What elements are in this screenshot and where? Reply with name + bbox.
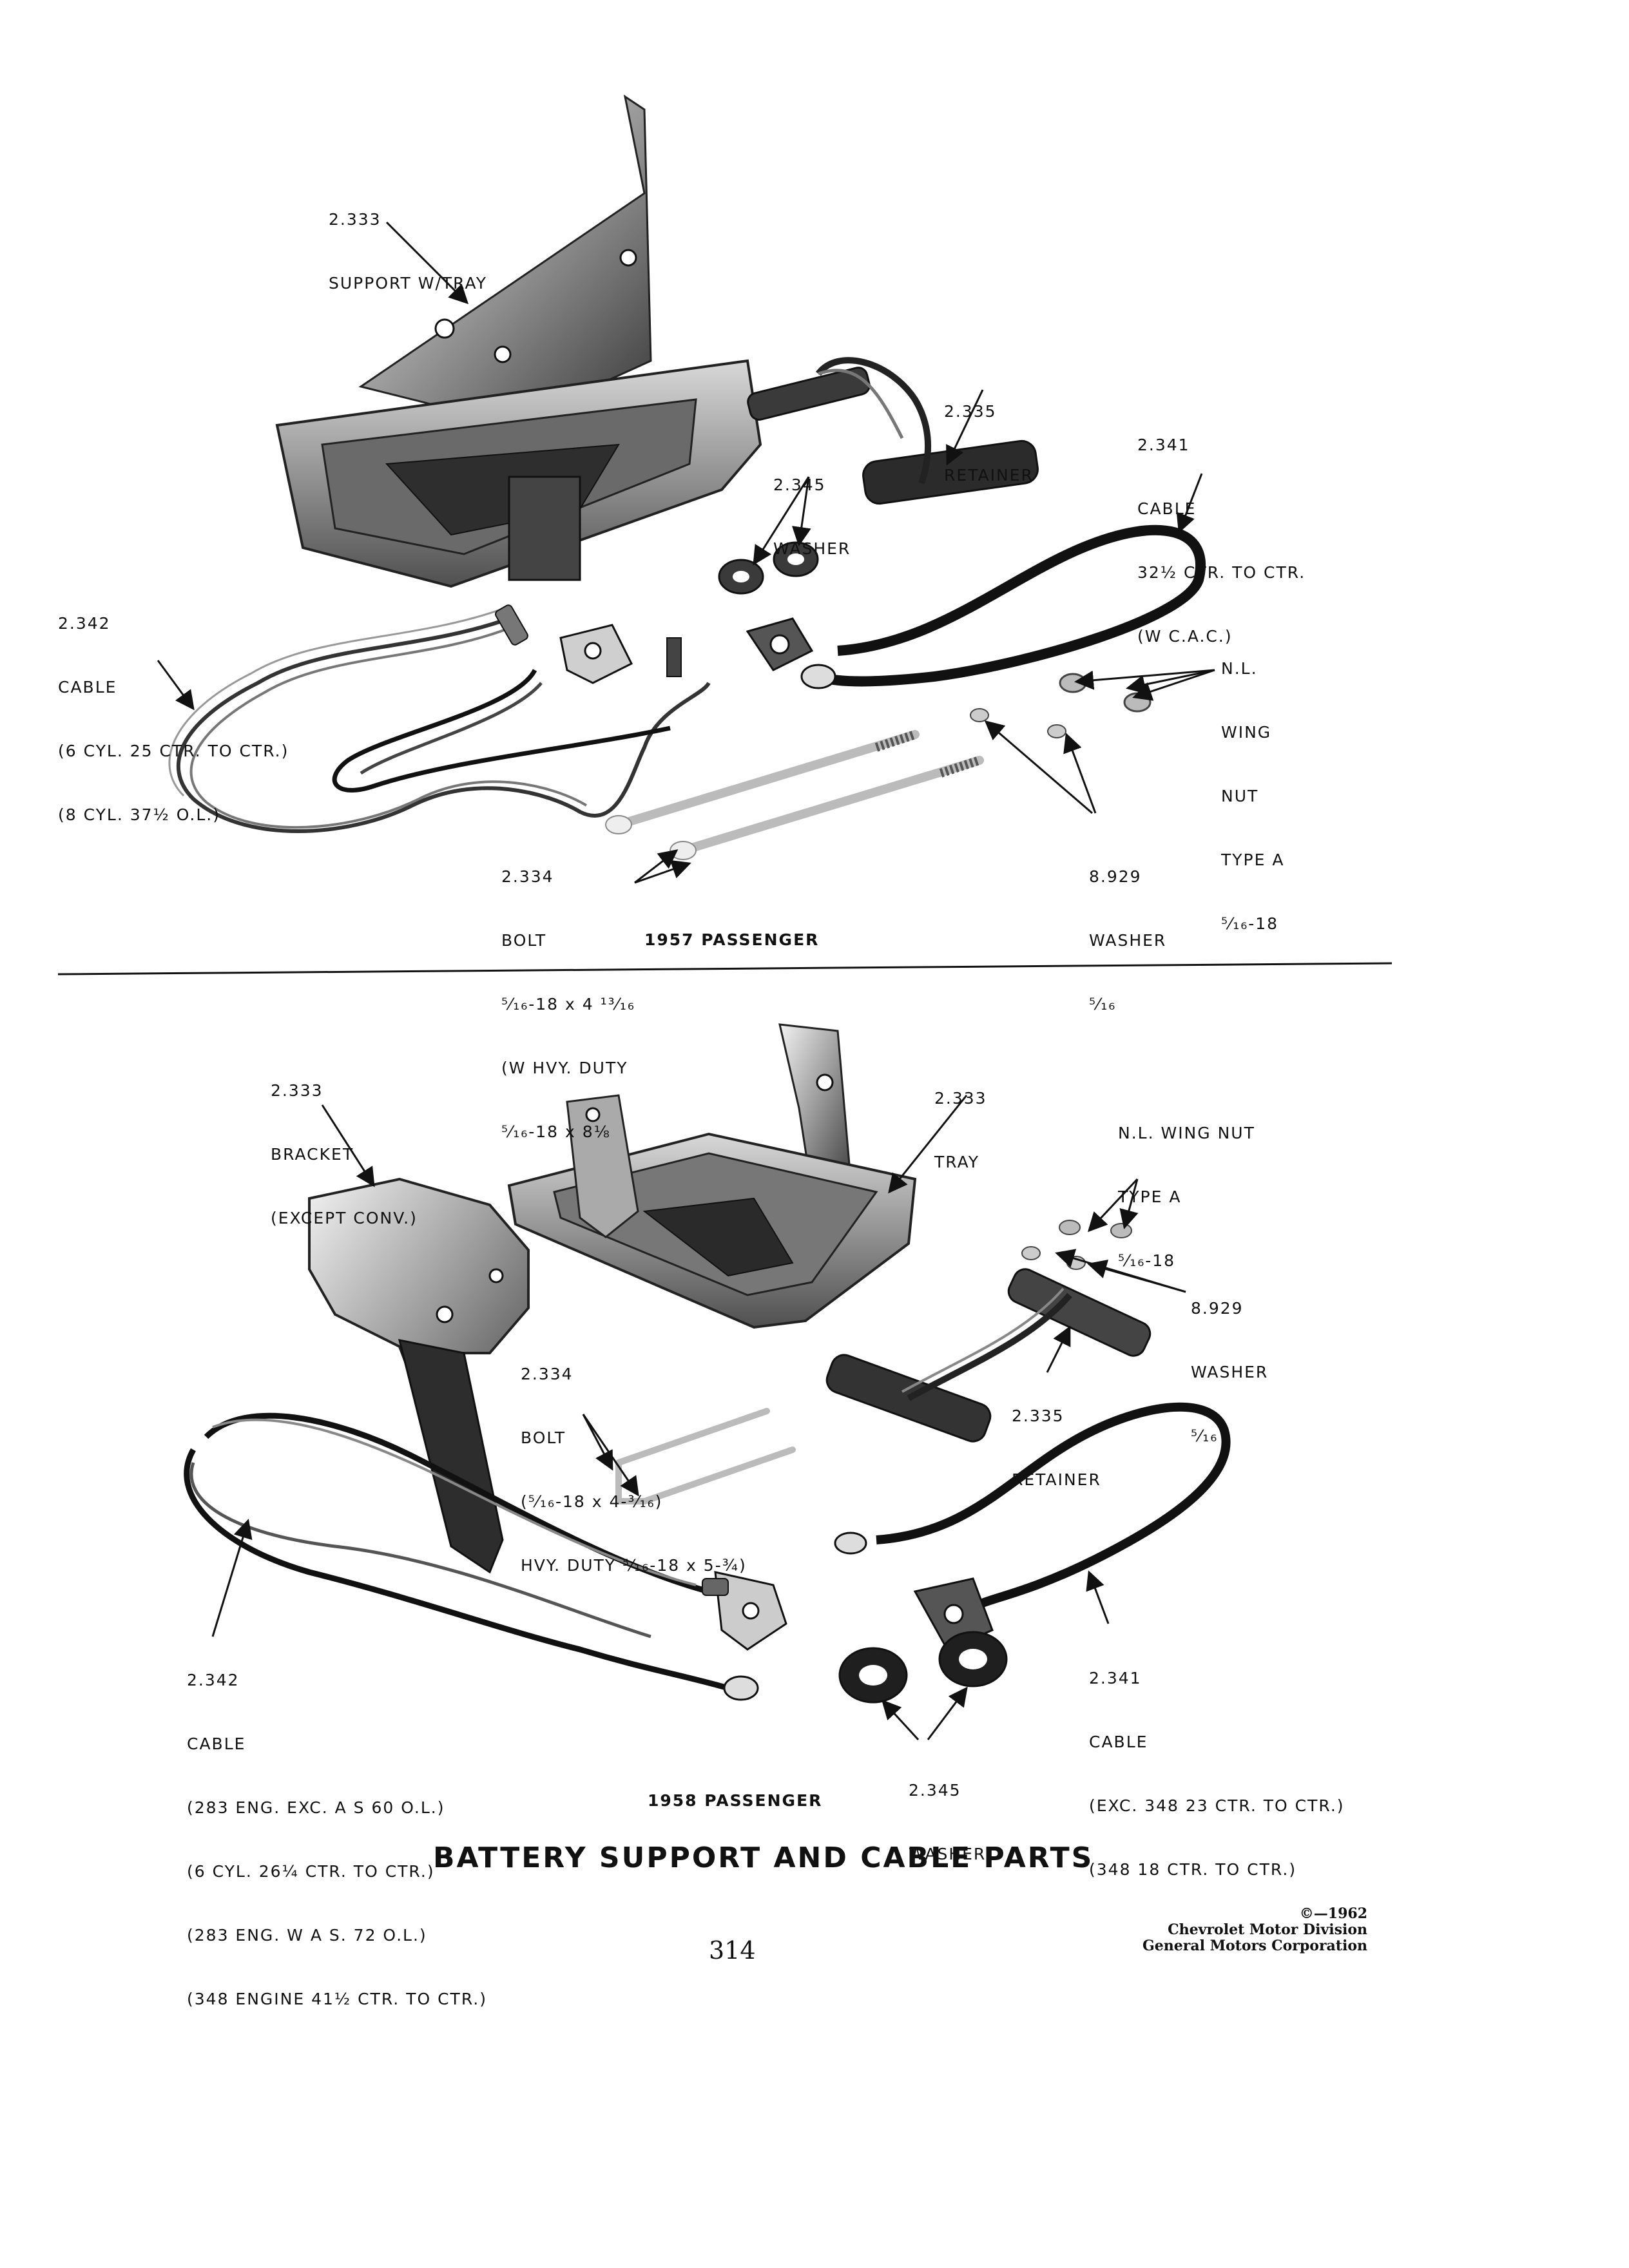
copyright-notice: ©—1962 Chevrolet Motor Division General … <box>1142 1905 1367 1954</box>
label-bolt-1957: 2.334 BOLT ⁵⁄₁₆-18 x 4 ¹³⁄₁₆ (W HVY. DUT… <box>501 867 635 1141</box>
support-with-tray-1957 <box>275 94 762 588</box>
label-bracket-1958: 2.333 BRACKET (EXCEPT CONV.) <box>271 1081 418 1227</box>
label-washer-1958: 2.345 WASHER <box>909 1781 987 1863</box>
positive-cable-1957 <box>746 524 1206 689</box>
label-washer-1957: 2.345 WASHER <box>773 476 851 558</box>
wing-nuts-1958 <box>1021 1220 1132 1270</box>
washers-1957 <box>718 541 819 595</box>
label-negative-cable-1958: 2.342 CABLE (283 ENG. EXC. A S 60 O.L.) … <box>187 1671 487 2008</box>
page-number: 314 <box>709 1936 756 1965</box>
page-title: BATTERY SUPPORT AND CABLE PARTS <box>433 1841 1094 1874</box>
negative-cable-1957 <box>168 604 711 833</box>
washers-1958 <box>838 1631 1008 1704</box>
caption-1958-passenger: 1958 PASSENGER <box>648 1791 823 1810</box>
label-wing-nut-1958: N.L. WING NUT TYPE A ⁵⁄₁₆-18 <box>1118 1124 1255 1270</box>
retainer-1958 <box>825 1268 1152 1443</box>
bolts-1957 <box>605 730 984 860</box>
label-support-with-tray: 2.333 SUPPORT W/TRAY <box>329 210 487 293</box>
bracket-1958 <box>308 1177 530 1574</box>
label-positive-cable-1958: 2.341 CABLE (EXC. 348 23 CTR. TO CTR.) (… <box>1089 1669 1345 1879</box>
wing-nuts-1957 <box>970 673 1152 738</box>
bolts-1958 <box>615 1408 796 1504</box>
caption-1957-passenger: 1957 PASSENGER <box>644 930 820 949</box>
section-divider <box>57 962 1393 975</box>
negative-cable-1958 <box>184 1412 787 1701</box>
label-bolt-1958: 2.334 BOLT (⁵⁄₁₆-18 x 4-³⁄₁₆) HVY. DUTY … <box>521 1365 747 1575</box>
label-positive-cable-1957: 2.341 CABLE 32½ CTR. TO CTR. (W C.A.C.) <box>1137 436 1306 646</box>
label-small-washer-1957: 8.929 WASHER ⁵⁄₁₆ <box>1089 867 1167 1014</box>
label-negative-cable-1957: 2.342 CABLE (6 CYL. 25 CTR. TO CTR.) (8 … <box>58 614 289 824</box>
label-small-washer-1958: 8.929 WASHER ⁵⁄₁₆ <box>1191 1299 1269 1445</box>
label-wing-nut-1957: N.L. WING NUT TYPE A ⁵⁄₁₆-18 <box>1221 659 1285 933</box>
tray-1958 <box>507 1023 917 1329</box>
label-retainer-1957: 2.335 RETAINER <box>944 402 1034 485</box>
label-tray-1958: 2.333 TRAY <box>934 1089 987 1171</box>
label-retainer-1958: 2.335 RETAINER <box>1012 1407 1101 1489</box>
